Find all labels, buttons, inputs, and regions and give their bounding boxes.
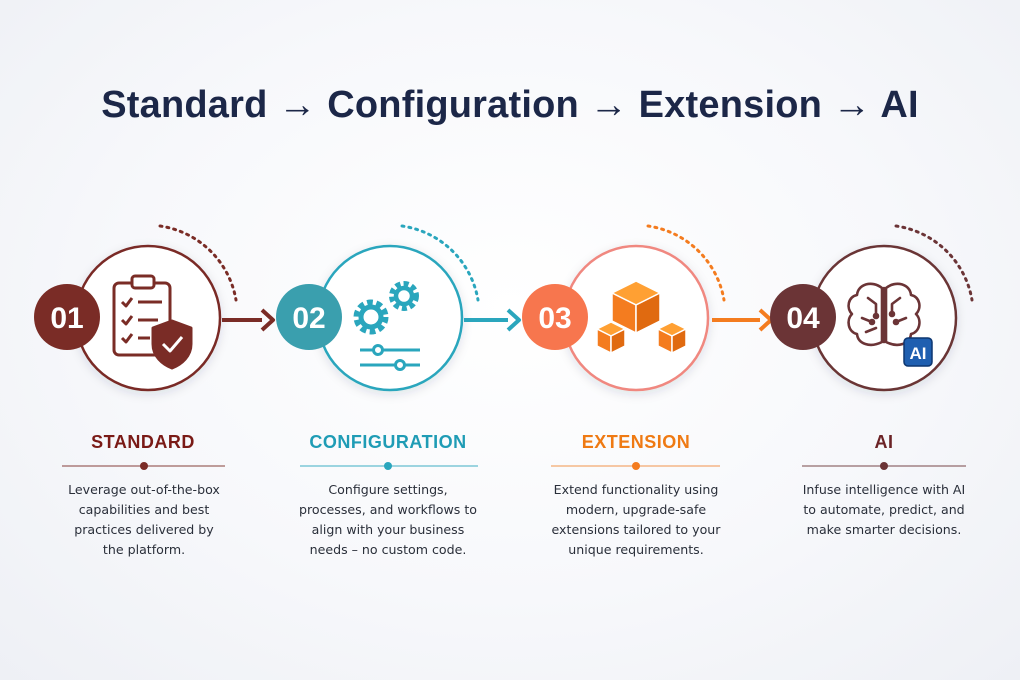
brain-ai-icon: [847, 282, 921, 347]
step-number-badge: [770, 284, 836, 350]
step-number: 02: [292, 302, 325, 335]
step-label-container: CONFIGURATION: [278, 432, 498, 453]
step-number: 03: [538, 302, 571, 335]
gears-sliders-icon: [353, 281, 420, 371]
step-extension: 03: [522, 224, 773, 470]
divider-dot: [384, 462, 392, 470]
step-standard: 01: [34, 224, 275, 470]
arrow-head-icon: [506, 308, 521, 332]
step-label-extension: EXTENSION: [581, 432, 691, 452]
page-title: Standard → Configuration → Extension → A…: [101, 84, 919, 126]
description-line: to automate, predict, and: [803, 502, 965, 517]
description-line: extensions tailored to your: [551, 522, 721, 537]
step-label-container: AI: [774, 432, 994, 453]
step-label-container: EXTENSION: [526, 432, 746, 453]
description-line: needs – no custom code.: [309, 542, 467, 557]
description-line: Leverage out-of-the-box: [68, 482, 220, 497]
step-number: 04: [786, 302, 820, 335]
step-ai: AI 04: [770, 224, 974, 470]
dotted-arc: [894, 224, 974, 302]
dotted-arc: [400, 224, 480, 302]
dotted-arc: [158, 224, 238, 302]
arrow-head-icon: [260, 308, 275, 332]
divider-dot: [632, 462, 640, 470]
description-line: modern, upgrade-safe: [565, 502, 707, 517]
step-number-badge: [34, 284, 100, 350]
step-number-badge: [522, 284, 588, 350]
description-line: practices delivered by: [74, 522, 214, 537]
step-description-extension: Extend functionality using modern, upgra…: [536, 480, 736, 560]
description-line: Extend functionality using: [553, 482, 719, 497]
cubes-icon: [596, 280, 687, 354]
description-line: unique requirements.: [568, 542, 704, 557]
description-line: align with your business: [311, 522, 465, 537]
step-description-configuration: Configure settings, processes, and workf…: [288, 480, 488, 560]
step-label-ai: AI: [874, 432, 894, 452]
step-label-configuration: CONFIGURATION: [309, 432, 467, 452]
step-configuration: 02: [276, 224, 521, 470]
dotted-arc: [646, 224, 726, 302]
arrow-head-icon: [758, 308, 773, 332]
clipboard-shield-icon: [112, 274, 193, 370]
step-label-container: STANDARD: [33, 432, 253, 453]
description-line: processes, and workflows to: [298, 502, 478, 517]
description-line: capabilities and best: [78, 502, 210, 517]
divider-dot: [140, 462, 148, 470]
step-description-ai: Infuse intelligence with AI to automate,…: [784, 480, 984, 540]
ai-badge-text: AI: [910, 344, 927, 363]
step-number: 01: [50, 302, 83, 335]
step-description-standard: Leverage out-of-the-box capabilities and…: [44, 480, 244, 560]
description-line: the platform.: [102, 542, 186, 557]
step-label-standard: STANDARD: [91, 432, 195, 452]
ai-badge: [903, 337, 933, 367]
description-line: Infuse intelligence with AI: [802, 482, 966, 497]
step-number-badge: [276, 284, 342, 350]
description-line: Configure settings,: [328, 482, 448, 497]
divider-dot: [880, 462, 888, 470]
description-line: make smarter decisions.: [806, 522, 962, 537]
